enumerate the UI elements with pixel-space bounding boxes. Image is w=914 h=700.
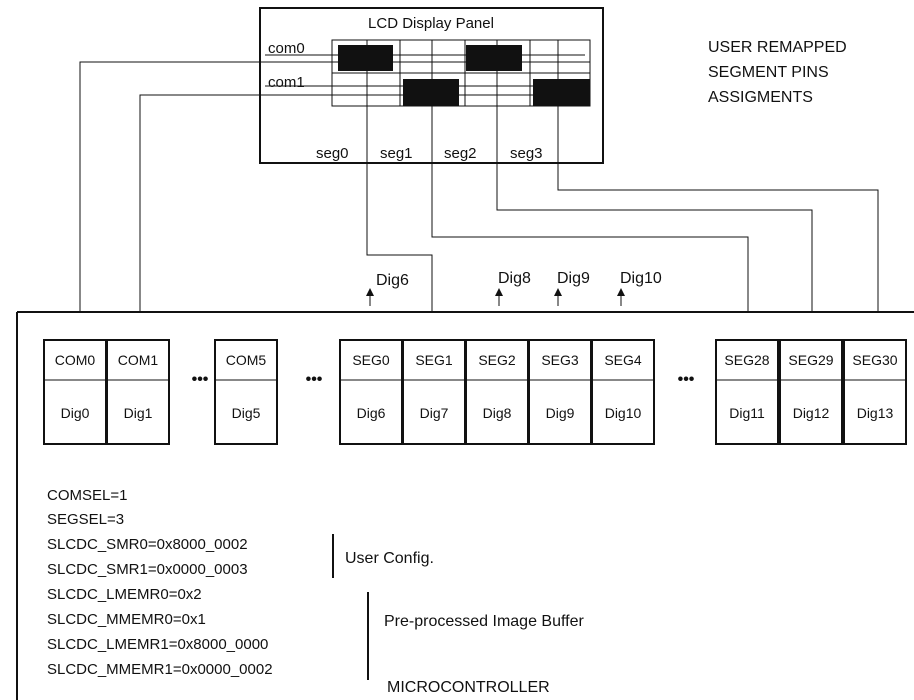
pin-name: SEG3 (541, 352, 579, 368)
ellipsis: ••• (306, 371, 323, 388)
microcontroller-label: MICROCONTROLLER (387, 679, 550, 696)
config-lines: COMSEL=1 SEGSEL=3 SLCDC_SMR0=0x8000_0002… (47, 487, 273, 678)
remap-note-line: ASSIGMENTS (708, 89, 813, 106)
pin-cell-frame (843, 339, 907, 445)
config-line: SLCDC_MMEMR0=0x1 (47, 611, 206, 628)
pin-name: SEG29 (788, 352, 833, 368)
ellipsis: ••• (678, 371, 695, 388)
ellipsis: ••• (192, 371, 209, 388)
pin-digit: Dig13 (857, 405, 894, 421)
lcd-segment-on (338, 45, 393, 71)
dig-arrow-label: Dig9 (557, 270, 590, 287)
pin-digit: Dig7 (420, 405, 449, 421)
user-config-label: User Config. (345, 550, 434, 567)
pin-digit: Dig12 (793, 405, 830, 421)
pin-name: SEG0 (352, 352, 390, 368)
lcd-panel-title: LCD Display Panel (368, 15, 494, 32)
microcontroller-frame (16, 311, 914, 700)
config-line: SLCDC_LMEMR1=0x8000_0000 (47, 636, 268, 653)
pin-name: SEG28 (724, 352, 769, 368)
config-line: SEGSEL=3 (47, 511, 124, 528)
connection-wires (79, 61, 879, 312)
pin-cell-frame (715, 339, 779, 445)
pin-digit: Dig11 (729, 405, 765, 421)
lcd-seg-label: seg3 (510, 145, 543, 162)
config-line: COMSEL=1 (47, 487, 127, 504)
pin-cell-frame (214, 339, 278, 445)
lcd-segment-on (466, 45, 522, 71)
lcd-seg-label: seg2 (444, 145, 477, 162)
pin-cell-frame (779, 339, 843, 445)
lcd-seg-label: seg0 (316, 145, 349, 162)
remap-note: USER REMAPPED SEGMENT PINS ASSIGMENTS (708, 39, 847, 106)
pin-digit: Dig0 (61, 405, 90, 421)
remap-note-line: USER REMAPPED (708, 39, 847, 56)
lcd-seg-label: seg1 (380, 145, 413, 162)
pin-cell-frame (591, 339, 655, 445)
pin-cell-frame (402, 339, 466, 445)
dig-arrow-label: Dig8 (498, 270, 531, 287)
pin-name: SEG2 (478, 352, 516, 368)
config-line: SLCDC_LMEMR0=0x2 (47, 586, 202, 603)
pin-digit: Dig5 (232, 405, 261, 421)
wire-com1 (139, 94, 332, 312)
wire-seg0 (366, 106, 433, 312)
pin-digit: Dig10 (605, 405, 642, 421)
pin-cell-frame (106, 339, 170, 445)
pin-digit: Dig1 (124, 405, 153, 421)
wire-seg1 (431, 106, 749, 312)
pin-cell-frame (43, 339, 107, 445)
pin-name: SEG1 (415, 352, 453, 368)
pin-digit: Dig9 (546, 405, 575, 421)
pin-name: SEG4 (604, 352, 642, 368)
wire-seg2 (496, 106, 813, 312)
config-line: SLCDC_SMR1=0x0000_0003 (47, 561, 248, 578)
dig-arrows (366, 288, 625, 306)
config-line: SLCDC_SMR0=0x8000_0002 (47, 536, 248, 553)
lcd-com-label: com0 (268, 40, 305, 57)
pin-cell-frame (339, 339, 403, 445)
pin-digit: Dig8 (483, 405, 512, 421)
dig-arrow-label: Dig10 (620, 270, 662, 287)
remap-note-line: SEGMENT PINS (708, 64, 829, 81)
pin-digit: Dig6 (357, 405, 386, 421)
lcd-segment-on (403, 79, 459, 106)
pin-name: SEG30 (852, 352, 897, 368)
wire-seg3 (557, 106, 879, 312)
image-buffer-label: Pre-processed Image Buffer (384, 613, 584, 630)
lcd-segment-on (533, 79, 590, 106)
pin-table: COM0Dig0COM1Dig1COM5Dig5SEG0Dig6SEG1Dig7… (43, 339, 907, 445)
wire-com0 (79, 61, 332, 312)
config-line: SLCDC_MMEMR1=0x0000_0002 (47, 661, 273, 678)
pin-name: COM5 (226, 352, 267, 368)
pin-name: COM0 (55, 352, 96, 368)
lcd-com-label: com1 (268, 74, 305, 91)
pin-name: COM1 (118, 352, 159, 368)
dig-arrow-label: Dig6 (376, 272, 409, 289)
